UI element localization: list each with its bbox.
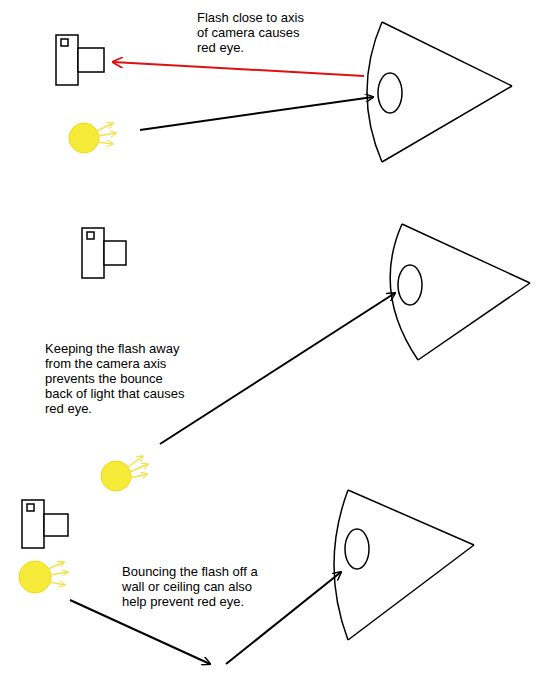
- camera-lens: [78, 48, 104, 72]
- eye-diagram: [334, 490, 474, 640]
- camera-icon: [22, 500, 68, 548]
- flash-ray: [48, 562, 64, 569]
- flash-bulb: [19, 561, 51, 593]
- flash-ray: [130, 474, 147, 478]
- flash-ray: [97, 123, 113, 131]
- bounce-arrow: [70, 600, 210, 664]
- camera-body: [82, 228, 104, 278]
- cornea-arc: [334, 490, 348, 640]
- eye-diagram: [367, 22, 512, 162]
- annotation-note: Flash close to axis of camera causes red…: [197, 10, 313, 55]
- camera-body: [22, 500, 44, 548]
- flash-ray: [50, 572, 68, 575]
- camera-lens: [104, 241, 126, 265]
- reflected-light-arrow: [113, 62, 364, 76]
- eye-lens: [378, 73, 402, 113]
- eye-outline: [418, 283, 530, 360]
- camera-viewfinder: [87, 232, 94, 239]
- eye-lens: [398, 265, 422, 305]
- flash-bulb: [101, 461, 131, 491]
- flash-icon: [69, 123, 116, 153]
- eye-outline: [382, 22, 512, 86]
- eye-diagram: [390, 224, 530, 360]
- flash-ray: [49, 582, 65, 585]
- cornea-arc: [367, 22, 382, 162]
- light-arrow: [160, 293, 395, 444]
- camera-icon: [56, 35, 104, 85]
- annotation-note: Keeping the flash away from the camera a…: [45, 341, 189, 416]
- eye-lens: [345, 529, 369, 569]
- flash-bulb: [69, 123, 99, 153]
- camera-viewfinder: [27, 504, 34, 511]
- flash-ray: [130, 464, 148, 472]
- flash-ray: [97, 142, 113, 144]
- camera-icon: [82, 228, 126, 278]
- eye-outline: [402, 224, 530, 283]
- flash-icon: [101, 456, 148, 491]
- cornea-arc: [390, 224, 418, 360]
- annotation-note: Bouncing the flash off a wall or ceiling…: [122, 564, 274, 609]
- camera-lens: [44, 514, 68, 536]
- flash-ray: [128, 456, 143, 467]
- camera-body: [56, 35, 78, 85]
- camera-viewfinder: [61, 39, 68, 46]
- flash-icon: [19, 561, 68, 593]
- flash-ray: [98, 133, 116, 136]
- light-arrow: [140, 97, 373, 130]
